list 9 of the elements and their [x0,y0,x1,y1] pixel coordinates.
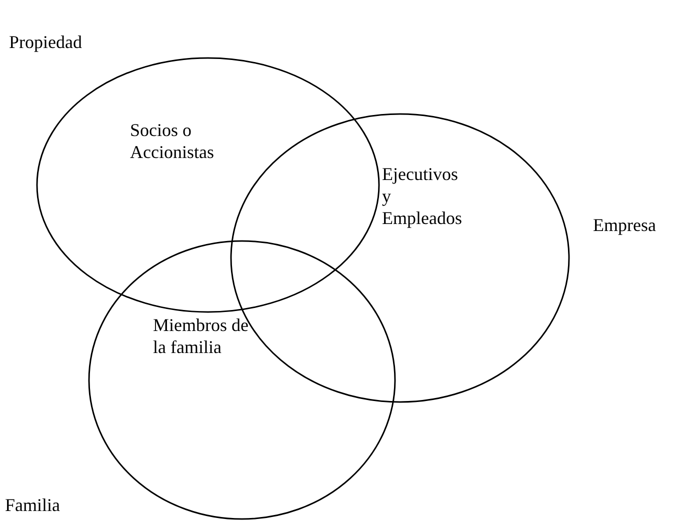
set-description: Socios o Accionistas [130,119,215,163]
venn-ellipse [230,113,570,403]
venn-ellipse [36,57,380,313]
set-name: Empresa [593,214,656,236]
set-name: Propiedad [9,31,82,53]
venn-ellipse [88,240,396,520]
set-description: Ejecutivos y Empleados [382,163,463,229]
set-name: Familia [5,494,60,516]
set-description: Miembros de la familia [153,314,250,358]
